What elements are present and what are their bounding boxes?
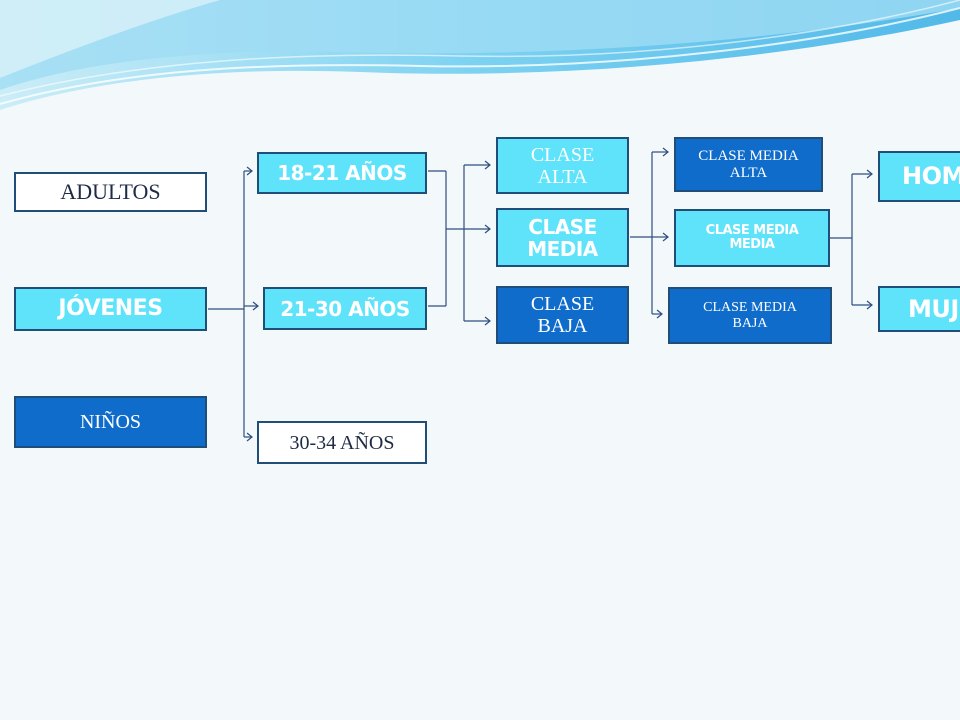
node-jovenes: JÓVENES — [14, 287, 207, 331]
node-hombres: HOM — [878, 151, 960, 202]
node-18-21-anos: 18-21 AÑOS — [257, 152, 427, 194]
node-adultos: ADULTOS — [14, 172, 207, 212]
node-clase-alta: CLASE ALTA — [496, 137, 629, 194]
node-clase-media-baja: CLASE MEDIA BAJA — [668, 287, 832, 344]
node-clase-media-alta: CLASE MEDIA ALTA — [674, 137, 823, 192]
node-clase-media: CLASE MEDIA — [496, 208, 629, 267]
node-clase-media-media: CLASE MEDIA MEDIA — [674, 209, 830, 267]
node-clase-baja: CLASE BAJA — [496, 286, 629, 344]
wave-banner — [0, 0, 960, 110]
node-mujeres: MUJ — [878, 286, 960, 332]
node-30-34-anos: 30-34 AÑOS — [257, 421, 427, 464]
node-ninos: NIÑOS — [14, 396, 207, 448]
node-21-30-anos: 21-30 AÑOS — [263, 287, 427, 330]
